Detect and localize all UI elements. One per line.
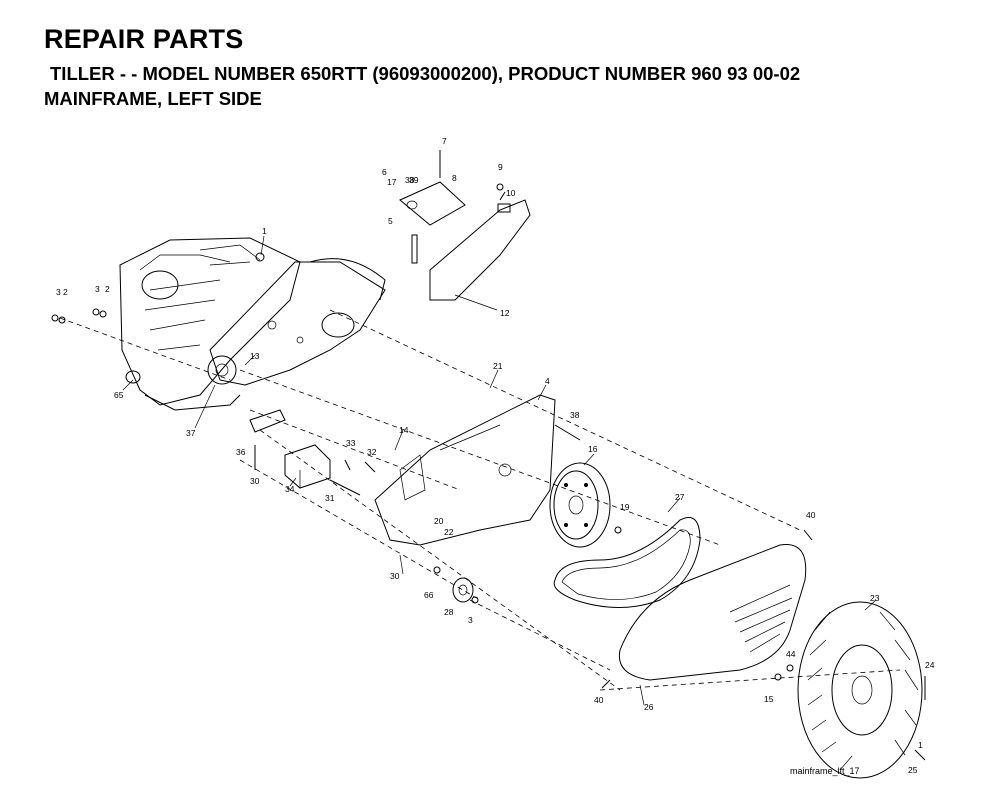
callout-27: 27 <box>675 492 685 502</box>
callout-12: 12 <box>500 308 510 318</box>
callout-37: 37 <box>186 428 196 438</box>
callout-36: 36 <box>236 447 246 457</box>
callout-3b: 3 <box>95 284 100 294</box>
callout-25: 25 <box>908 765 918 775</box>
callout-33: 33 <box>346 438 356 448</box>
callout-44: 44 <box>786 649 796 659</box>
callout-19: 19 <box>620 502 630 512</box>
callout-38a: 38 <box>570 410 580 420</box>
callout-10: 10 <box>506 188 516 198</box>
callout-14: 14 <box>399 425 409 435</box>
callout-30a: 30 <box>390 571 400 581</box>
callout-1b: 1 <box>918 740 923 750</box>
small-bracket <box>249 409 286 470</box>
callout-9: 9 <box>498 162 503 172</box>
callout-26: 26 <box>644 702 654 712</box>
callout-32: 32 <box>367 447 377 457</box>
figure-reference: mainframe_lft_17 <box>790 766 860 776</box>
pulley-small <box>452 577 474 603</box>
page-title: REPAIR PARTS <box>44 24 244 54</box>
wheel-tire <box>797 601 923 779</box>
callout-1a: 1 <box>262 226 267 236</box>
fasteners <box>51 183 926 761</box>
callout-5: 5 <box>388 216 393 226</box>
callout-3a: 3 <box>56 287 61 297</box>
callout-8: 8 <box>452 173 457 183</box>
callout-7: 7 <box>442 136 447 146</box>
drive-belt <box>553 517 701 608</box>
callout-20: 20 <box>434 516 444 526</box>
callout-leaders <box>122 235 877 706</box>
callout-13: 13 <box>250 351 260 361</box>
callout-4: 4 <box>545 376 550 386</box>
mainframe-plate <box>207 258 386 386</box>
callout-40a: 40 <box>806 510 816 520</box>
callout-16: 16 <box>588 444 598 454</box>
belt-guard-plate <box>374 394 556 546</box>
callout-2a: 2 <box>63 287 68 297</box>
callout-15: 15 <box>764 694 774 704</box>
top-bracket <box>399 150 466 264</box>
callout-labels: 1 1 2 2 3 3 3 4 5 6 7 8 9 10 12 13 14 15… <box>56 136 935 775</box>
callout-23: 23 <box>870 593 880 603</box>
callout-24: 24 <box>925 660 935 670</box>
belt-cover <box>618 543 807 681</box>
callout-21: 21 <box>493 361 503 371</box>
callout-65: 65 <box>114 390 124 400</box>
callout-28: 28 <box>444 607 454 617</box>
callout-2b: 2 <box>105 284 110 294</box>
callout-22: 22 <box>444 527 454 537</box>
callout-39: 39 <box>409 175 419 185</box>
callout-6: 6 <box>382 167 387 177</box>
callout-66: 66 <box>424 590 434 600</box>
pulley-large <box>549 462 611 548</box>
side-plate <box>429 199 531 301</box>
callout-31: 31 <box>325 493 335 503</box>
callout-30b: 30 <box>250 476 260 486</box>
bracket-block <box>284 444 331 489</box>
callout-17: 17 <box>387 177 397 187</box>
callout-38b: 38 <box>405 175 415 185</box>
section-title: MAINFRAME, LEFT SIDE <box>44 88 262 109</box>
assembly-lines <box>59 309 901 691</box>
model-line: TILLER - - MODEL NUMBER 650RTT (96093000… <box>50 63 801 84</box>
engine <box>119 237 301 411</box>
callout-34: 34 <box>285 484 295 494</box>
callout-3c: 3 <box>468 615 473 625</box>
callout-40b: 40 <box>594 695 604 705</box>
